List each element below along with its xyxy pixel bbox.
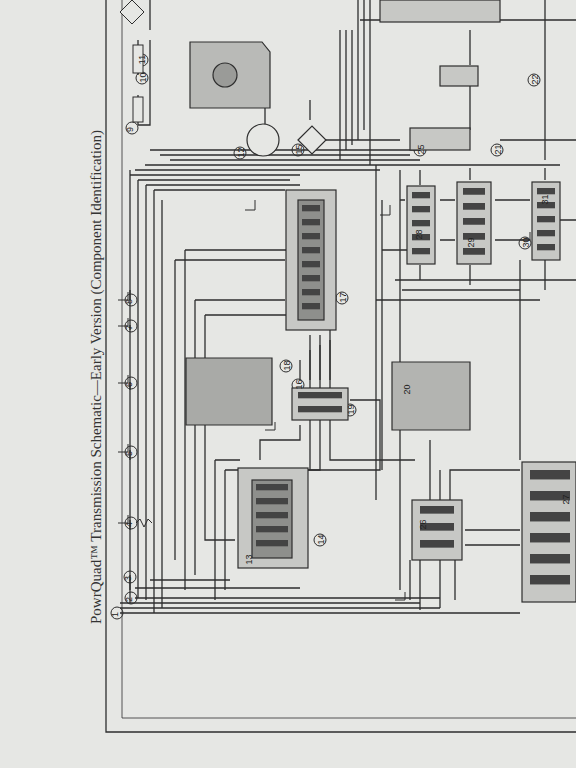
callout-number: 3 xyxy=(124,576,133,581)
callout-number: 8 xyxy=(125,299,134,304)
callout-number: 18 xyxy=(282,360,291,370)
callout-number: 15 xyxy=(294,144,303,154)
callout-number: 6 xyxy=(125,382,134,387)
callout-number: 21 xyxy=(493,144,502,154)
callout-number: 2 xyxy=(125,597,134,602)
callout-number: 25 xyxy=(416,144,425,154)
callout-number: 9 xyxy=(126,127,135,132)
callout-number: 30 xyxy=(521,237,530,247)
callout-number: 12 xyxy=(236,147,245,157)
callout-number: 28 xyxy=(414,229,423,239)
schematic-title: PowrQuad™ Transmission Schematic—Early V… xyxy=(88,130,105,624)
callout-number: 22 xyxy=(530,74,539,84)
callout-number: 16 xyxy=(294,379,303,389)
callout-number: 14 xyxy=(316,534,325,544)
callout-number: 13 xyxy=(244,554,253,564)
callout-number: 29 xyxy=(466,237,475,247)
callout-number: 1 xyxy=(111,612,120,617)
callout-number: 19 xyxy=(346,404,355,414)
callout-number: 7 xyxy=(125,325,134,330)
callout-number: 17 xyxy=(338,292,347,302)
callout-number: 26 xyxy=(418,519,427,529)
callout-number: 20 xyxy=(402,384,411,394)
callout-number: 11 xyxy=(138,55,147,64)
callout-number: 4 xyxy=(125,522,134,527)
callout-number: 10 xyxy=(138,72,147,82)
callout-number: 27 xyxy=(561,494,570,504)
callout-number: 31 xyxy=(540,194,549,204)
callout-number: 5 xyxy=(125,451,134,456)
